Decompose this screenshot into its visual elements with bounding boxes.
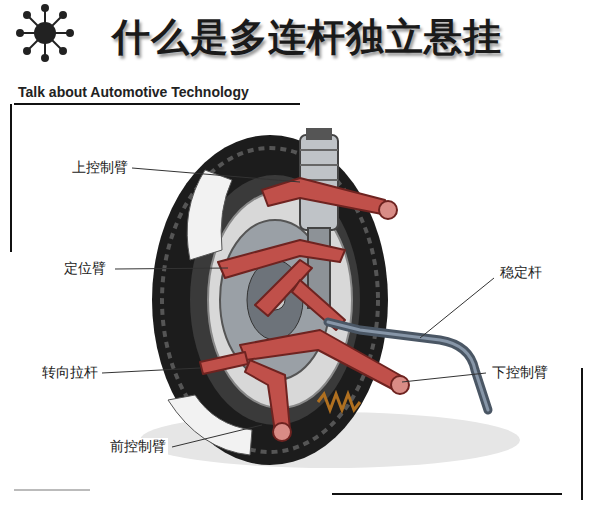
part-label: 前控制臂: [108, 438, 168, 456]
leader-lines: [102, 168, 494, 447]
part-label: 下控制臂: [490, 364, 550, 382]
part-label: 定位臂: [62, 260, 108, 278]
tire: [152, 135, 388, 465]
logo-icon: [17, 5, 73, 61]
frame-lines: [11, 104, 582, 500]
page-title: 什么是多连杆独立悬挂: [112, 12, 502, 63]
control-arms: [200, 178, 409, 441]
stabilizer-highlight: [328, 322, 488, 410]
part-label: 上控制臂: [70, 159, 130, 177]
shock-absorber: [300, 128, 338, 308]
part-label: 稳定杆: [498, 264, 544, 282]
part-label: 转向拉杆: [40, 364, 100, 382]
stabilizer-bar: [328, 322, 488, 410]
subtitle: Talk about Automotive Technology: [18, 84, 249, 100]
spring: [318, 394, 360, 410]
